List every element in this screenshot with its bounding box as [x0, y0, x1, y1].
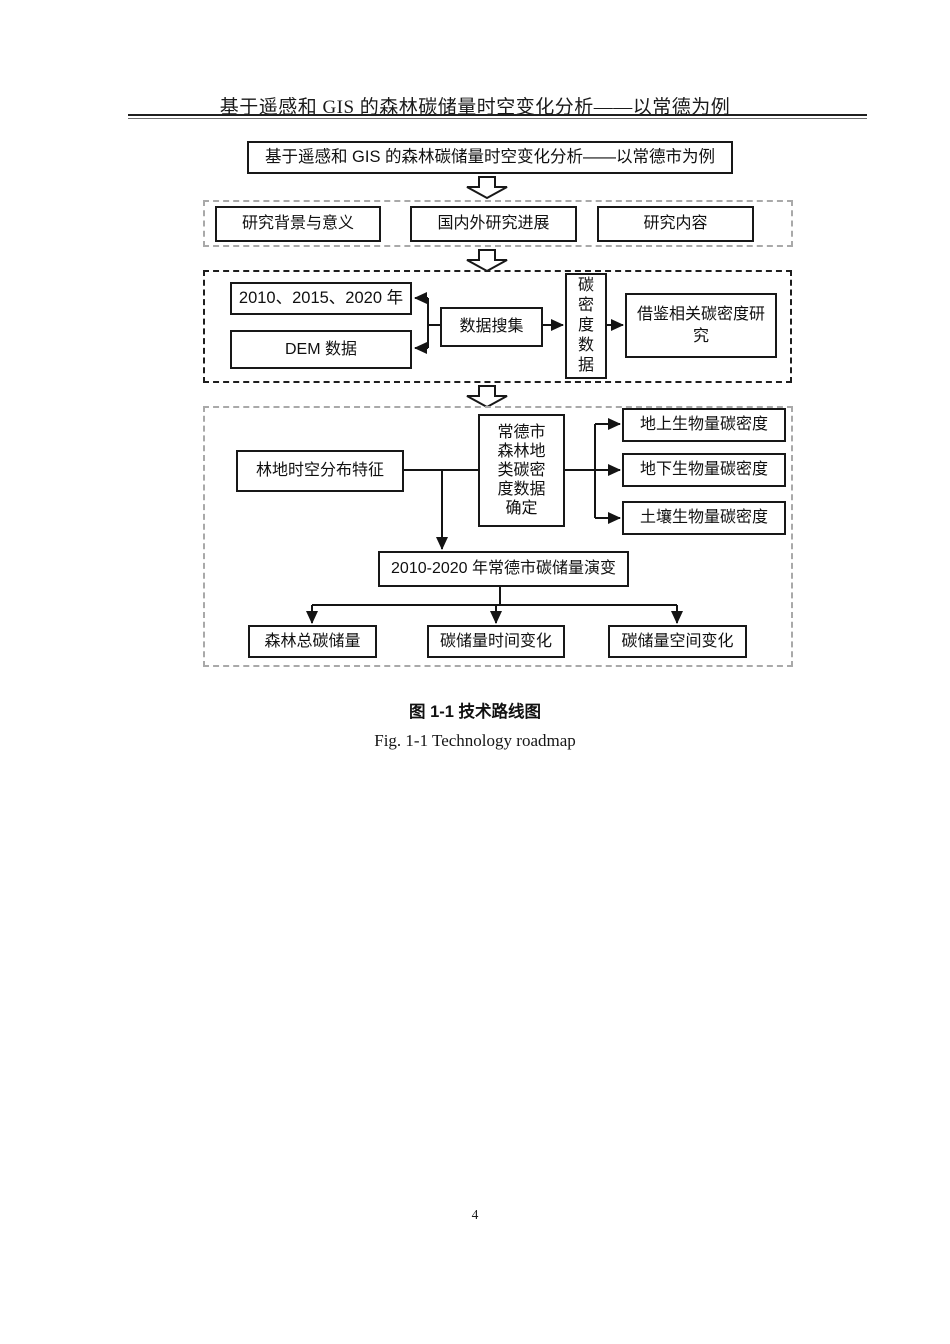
block-down-arrow-icon — [466, 249, 508, 273]
flow-section-overview — [203, 200, 793, 247]
flow-section-analysis — [203, 406, 793, 667]
figure-caption-en: Fig. 1-1 Technology roadmap — [374, 731, 576, 750]
flow-box-belowground-biomass-density: 地下生物量碳密度 — [622, 453, 786, 487]
flow-box-reference-study: 借鉴相关碳密度研究 — [625, 293, 777, 358]
running-header-title: 基于遥感和 GIS 的森林碳储量时空变化分析——以常德为例 — [219, 97, 731, 118]
flow-box-carbon-storage-evolution: 2010-2020 年常德市碳储量演变 — [378, 551, 629, 587]
page-number: 4 — [471, 1207, 479, 1222]
flow-box-years-data: 2010、2015、2020 年 — [230, 282, 412, 315]
flow-box-research-progress: 国内外研究进展 — [410, 206, 577, 242]
flow-box-data-collection: 数据搜集 — [440, 307, 543, 347]
flow-box-soil-biomass-density: 土壤生物量碳密度 — [622, 501, 786, 535]
flow-box-temporal-change: 碳储量时间变化 — [427, 625, 565, 658]
flow-section-data-collection — [203, 270, 792, 383]
flow-box-total-forest-carbon: 森林总碳储量 — [248, 625, 377, 658]
figure-caption-zh: 图 1-1 技术路线图 — [408, 703, 542, 721]
flow-box-research-background: 研究背景与意义 — [215, 206, 381, 242]
flow-box-thesis-title: 基于遥感和 GIS 的森林碳储量时空变化分析——以常德市为例 — [247, 141, 733, 174]
flow-box-density-determination: 常德市森林地类碳密度数据确定 — [478, 414, 565, 527]
flow-box-carbon-density-data: 碳密度数据 — [565, 273, 607, 379]
flow-box-aboveground-biomass-density: 地上生物量碳密度 — [622, 408, 786, 442]
block-down-arrow-icon — [466, 385, 508, 409]
header-rule — [128, 114, 867, 119]
flow-box-research-content: 研究内容 — [597, 206, 754, 242]
flow-box-spatial-change: 碳储量空间变化 — [608, 625, 747, 658]
flow-box-forest-distribution: 林地时空分布特征 — [236, 450, 404, 492]
block-down-arrow-icon — [466, 176, 508, 200]
flow-box-dem-data: DEM 数据 — [230, 330, 412, 369]
